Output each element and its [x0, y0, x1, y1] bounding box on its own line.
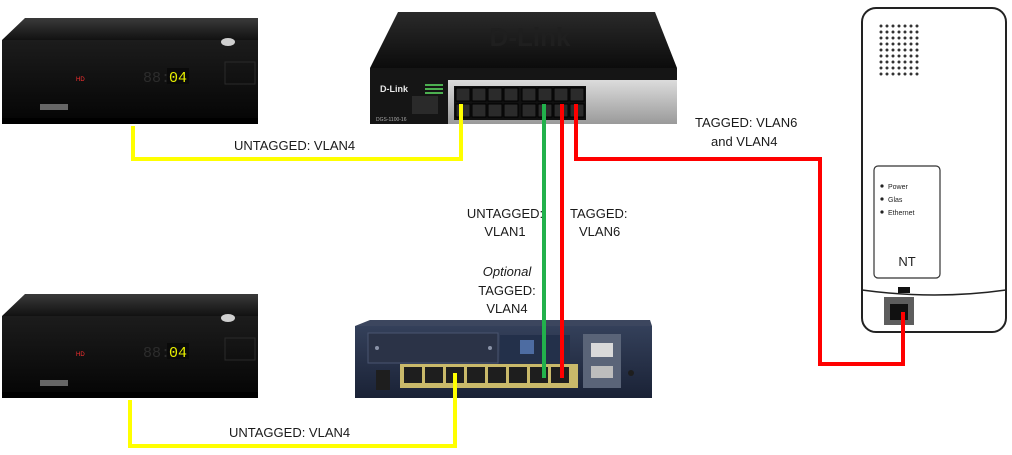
link-label-stb1: UNTAGGED: VLAN4: [234, 138, 356, 153]
switch-device: D-Link D-Link DGS-1100-16: [370, 12, 677, 124]
power-button-icon: [221, 314, 235, 322]
cable-stb2-router: [128, 373, 457, 448]
cable-switch-nt: [574, 104, 905, 366]
switch-model-label: DGS-1100-16: [376, 117, 407, 123]
svg-text:04: 04: [169, 345, 187, 362]
link-label-red-line1: TAGGED:: [570, 206, 628, 221]
hdmi-logo: [40, 380, 68, 386]
link-label-nt-line2: and VLAN4: [711, 134, 778, 149]
router-device: [355, 320, 652, 398]
power-button-icon: [221, 38, 235, 46]
set-top-box-1: HD 88:04 04: [2, 18, 258, 124]
set-top-box-2: HD 88:04 04: [2, 294, 258, 398]
switch-status-leds: [425, 84, 443, 94]
hdmi-logo: [40, 104, 68, 110]
speaker-grille: [879, 24, 919, 76]
console-port: [591, 343, 613, 357]
switch-panel-logo: D-Link: [380, 84, 409, 94]
usb-port: [376, 370, 390, 390]
link-label-optional-vlan: VLAN4: [486, 301, 528, 316]
indicator-glas: Glas: [888, 197, 903, 204]
status-led-icon: [880, 210, 884, 214]
link-label-stb2: UNTAGGED: VLAN4: [229, 425, 351, 440]
nt-label: NT: [898, 254, 915, 269]
link-label-red-line2: VLAN6: [579, 224, 621, 239]
switch-port-block: [454, 86, 586, 120]
indicator-power: Power: [888, 184, 909, 191]
svg-text:04: 04: [169, 70, 187, 87]
link-label-optional-tagged: TAGGED:: [478, 283, 536, 298]
link-label-nt-line1: TAGGED: VLAN6: [695, 115, 798, 130]
nt-device: Power Glas Ethernet NT: [861, 7, 1007, 333]
hd-badge: HD: [76, 352, 85, 358]
nt-status-panel: [873, 165, 941, 279]
hd-badge: HD: [76, 77, 85, 83]
link-label-green-line1: UNTAGGED:: [466, 206, 544, 221]
router-port-block: [400, 364, 578, 388]
indicator-ethernet: Ethernet: [888, 210, 915, 217]
status-led-icon: [880, 197, 884, 201]
switch-top-logo: D-Link: [490, 22, 571, 52]
status-led-icon: [880, 184, 884, 188]
link-label-green-line2: VLAN1: [484, 224, 526, 239]
link-label-optional: Optional: [482, 264, 532, 279]
cable-stb1-switch: [131, 104, 463, 161]
router-top-panel: [367, 332, 499, 364]
